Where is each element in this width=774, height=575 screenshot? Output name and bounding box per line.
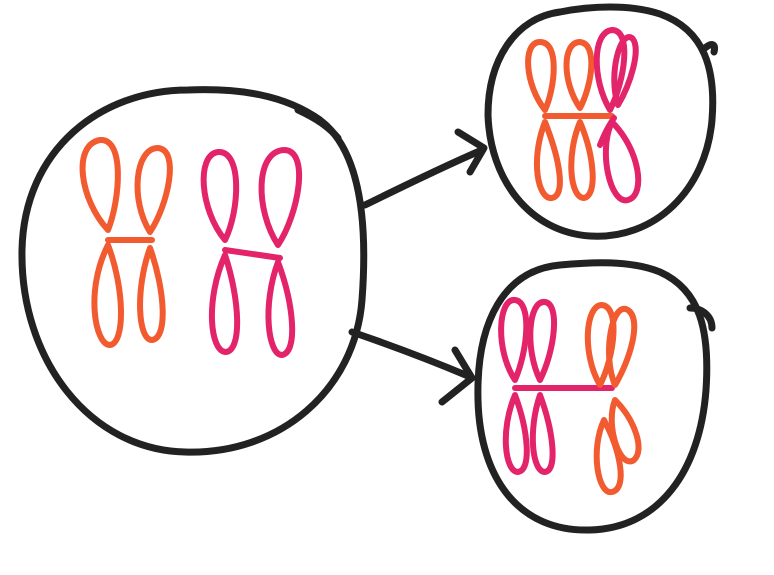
arrow-to-top-daughter bbox=[361, 128, 488, 209]
chromosome-orange-1 bbox=[79, 137, 173, 348]
chromosome-pink-bottom bbox=[498, 297, 615, 475]
chromosome-pink-top bbox=[593, 27, 642, 204]
daughter-cell-bottom bbox=[474, 259, 716, 534]
arrow-to-bottom-daughter bbox=[348, 328, 476, 406]
chromatid bbox=[611, 34, 639, 108]
top-chromosomes bbox=[525, 27, 642, 204]
chromatid bbox=[608, 397, 642, 465]
daughter-bottom-membrane bbox=[474, 259, 711, 534]
chromatid bbox=[79, 137, 121, 233]
chromatid bbox=[568, 119, 596, 201]
chromatid bbox=[200, 149, 240, 243]
chromatid bbox=[527, 299, 558, 383]
chromosome-pink-1 bbox=[200, 147, 303, 358]
chromatid bbox=[529, 392, 556, 475]
parent-cell-membrane-overlap bbox=[294, 106, 342, 142]
daughter-cell-top bbox=[484, 3, 718, 240]
chromatid bbox=[91, 242, 124, 348]
daughter-bottom-membrane-overlap bbox=[686, 304, 716, 332]
arrow-shaft bbox=[348, 328, 472, 380]
arrow-shaft bbox=[361, 146, 486, 209]
chromatid bbox=[602, 119, 642, 204]
chromatid bbox=[265, 259, 296, 358]
chromatid bbox=[502, 392, 530, 475]
parent-cell bbox=[18, 86, 368, 456]
parent-chromosomes bbox=[79, 137, 303, 358]
chromosome-orange-bottom bbox=[584, 302, 642, 495]
bottom-chromosomes bbox=[498, 297, 642, 495]
chromatid bbox=[208, 252, 241, 355]
chromatid bbox=[258, 147, 303, 248]
chromatid bbox=[593, 27, 628, 113]
parent-cell-membrane bbox=[18, 86, 368, 456]
chromatid bbox=[533, 119, 563, 201]
chromosome-orange-top bbox=[525, 39, 615, 201]
chromatid bbox=[525, 39, 557, 113]
arrow-head bbox=[454, 128, 488, 176]
chromatid bbox=[597, 115, 617, 148]
chromatid bbox=[134, 145, 173, 235]
daughter-top-membrane-overlap bbox=[701, 41, 718, 56]
chromatid bbox=[606, 305, 638, 388]
arrow-head bbox=[438, 346, 476, 406]
chromatid bbox=[498, 297, 530, 383]
daughter-top-membrane bbox=[484, 3, 717, 240]
chromatid bbox=[593, 417, 624, 495]
centromere-bar bbox=[222, 247, 283, 261]
chromatid bbox=[137, 245, 166, 343]
chromatid bbox=[563, 39, 595, 111]
